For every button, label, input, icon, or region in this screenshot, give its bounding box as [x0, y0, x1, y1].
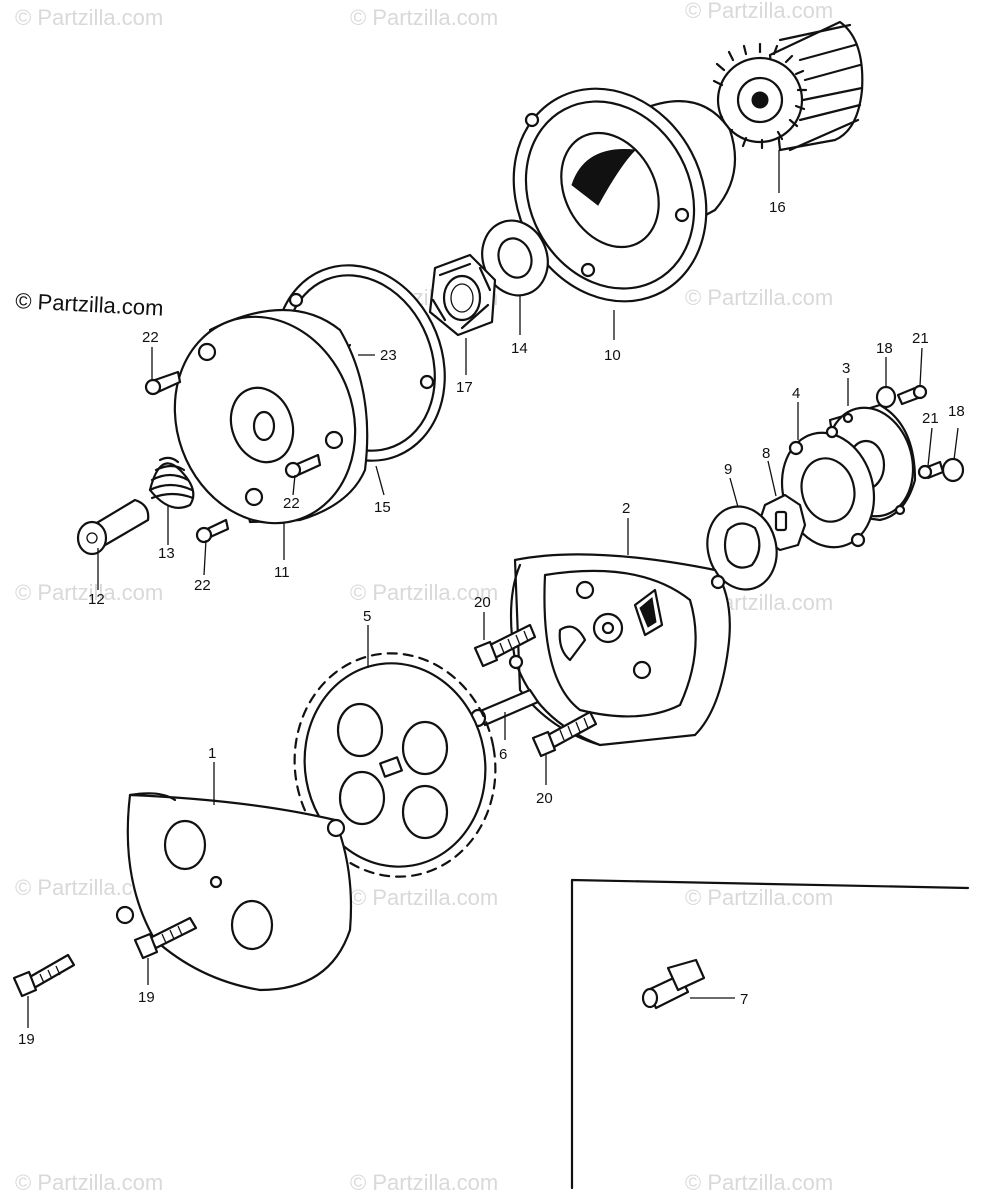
part-11-cover	[173, 309, 369, 525]
part-4-plate	[780, 425, 876, 549]
part-13-spring	[148, 456, 195, 509]
callout-8: 8	[762, 445, 770, 462]
callout-13: 13	[158, 545, 175, 562]
callout-2: 2	[622, 500, 630, 517]
callout-19: 19	[18, 1031, 35, 1048]
watermark-layer: © Partzilla.com © Partzilla.com © Partzi…	[15, 0, 833, 1195]
leader-lines	[27, 150, 959, 1028]
callout-21: 21	[922, 410, 939, 427]
callout-4: 4	[792, 385, 800, 402]
part-18-washer	[941, 457, 965, 483]
part-21-screw	[896, 384, 928, 406]
part-9-outer-rotor	[706, 505, 778, 591]
part-22-screw	[144, 370, 182, 396]
part-17-castle-nut	[428, 253, 497, 337]
callout-22: 22	[142, 329, 159, 346]
part-19-bolt	[133, 916, 198, 960]
callout-15: 15	[374, 499, 391, 516]
part-7-fitting	[641, 958, 706, 1010]
watermark: © Partzilla.com	[15, 5, 163, 30]
callout-18: 18	[876, 340, 893, 357]
callout-17: 17	[456, 379, 473, 396]
callout-18: 18	[948, 403, 965, 420]
brand-label: © Partzilla.com	[15, 288, 164, 321]
part-2-pump-body	[508, 553, 731, 747]
part-1-cover	[115, 792, 353, 992]
callout-3: 3	[842, 360, 850, 377]
part-10-housing	[512, 87, 737, 303]
callout-21: 21	[912, 330, 929, 347]
part-19-bolt	[12, 953, 76, 998]
watermark: © Partzilla.com	[15, 1170, 163, 1195]
callout-9: 9	[724, 461, 732, 478]
callout-14: 14	[511, 340, 528, 357]
callout-22: 22	[283, 495, 300, 512]
part-16-gear	[712, 20, 864, 152]
inset-frame	[570, 878, 970, 1190]
callout-19: 19	[138, 989, 155, 1006]
callout-20: 20	[536, 790, 553, 807]
part-5-gear	[293, 652, 497, 878]
callout-16: 16	[769, 199, 786, 216]
callout-23: 23	[380, 347, 397, 364]
watermark: © Partzilla.com	[350, 5, 498, 30]
watermark: © Partzilla.com	[685, 885, 833, 910]
watermark: © Partzilla.com	[685, 285, 833, 310]
callout-1: 1	[208, 745, 216, 762]
watermark: © Partzilla.com	[15, 580, 163, 605]
callout-11: 11	[274, 564, 290, 581]
watermark: © Partzilla.com	[350, 580, 498, 605]
part-20-bolt	[473, 623, 537, 668]
callout-20: 20	[474, 594, 491, 611]
part-21-screw	[917, 460, 945, 480]
callout-22: 22	[194, 577, 211, 594]
part-22-screw	[195, 518, 230, 544]
callout-7: 7	[740, 991, 748, 1008]
callout-labels: 1 2 3 4 5 6 7 8 9 10 11 12 13 14 15 16 1…	[18, 199, 965, 1048]
part-12-plunger	[76, 498, 150, 556]
callout-6: 6	[499, 746, 507, 763]
watermark: © Partzilla.com	[350, 1170, 498, 1195]
part-20-bolt	[531, 710, 598, 758]
watermark: © Partzilla.com	[350, 885, 498, 910]
part-22-screw	[284, 453, 322, 479]
watermark: © Partzilla.com	[685, 0, 833, 23]
callout-10: 10	[604, 347, 621, 364]
callout-5: 5	[363, 608, 371, 625]
callout-12: 12	[88, 591, 105, 608]
watermark: © Partzilla.com	[685, 1170, 833, 1195]
part-18-washer	[875, 385, 897, 409]
